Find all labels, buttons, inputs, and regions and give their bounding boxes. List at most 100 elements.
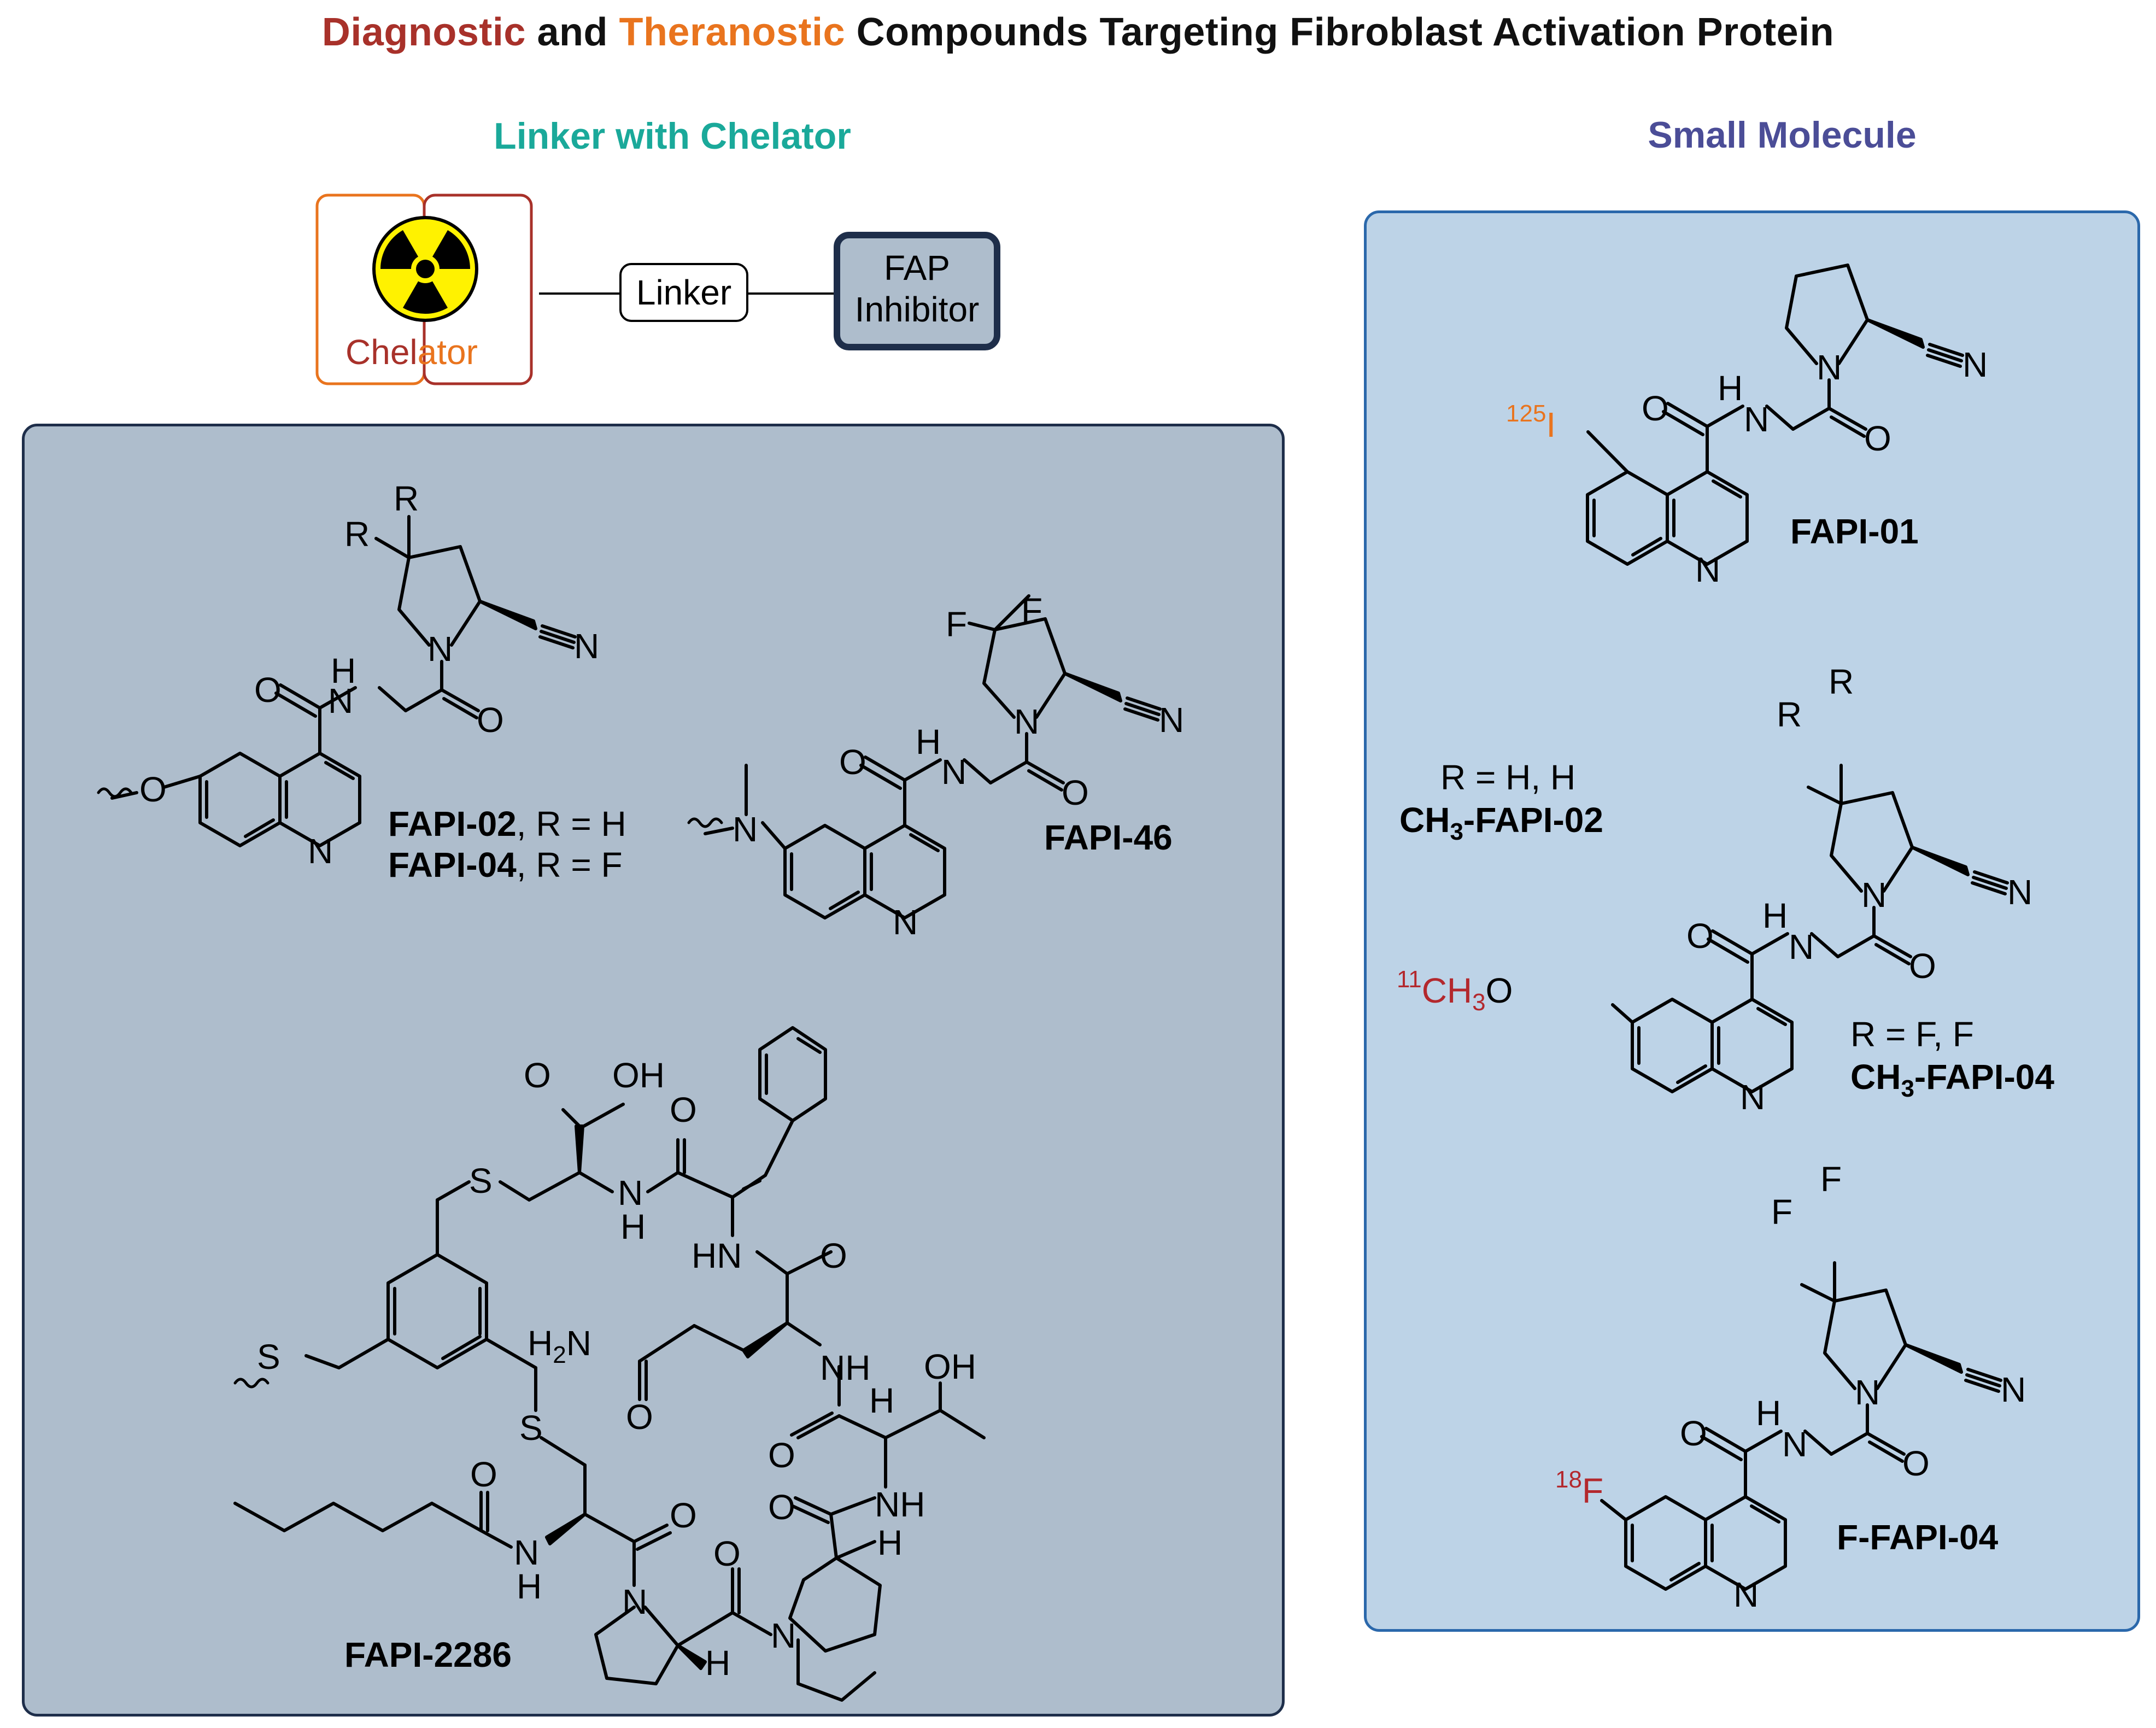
atom-n-pyrrolidine-18: N	[1855, 1373, 1880, 1412]
linker-label: Linker	[636, 273, 732, 312]
atom-n-nitrile-18: N	[2001, 1370, 2026, 1409]
atom-o-thr: O	[768, 1436, 795, 1475]
atom-o-ether: O	[139, 770, 167, 809]
atom-n-pro1: N	[622, 1582, 648, 1621]
atom-o-amide-ch3: O	[1686, 916, 1714, 956]
atom-o-pro2: O	[768, 1487, 795, 1527]
atom-f-left-18: F	[1771, 1192, 1793, 1232]
atom-ch3-sub: 3	[1472, 989, 1486, 1016]
atom-i: I	[1546, 405, 1556, 444]
atom-o-glycine: O	[477, 700, 504, 740]
atom-o-amide-46: O	[839, 742, 866, 782]
label-fapi-04-name: FAPI-04	[388, 845, 517, 884]
atom-n-quinoline-46: N	[893, 903, 918, 942]
atom-o-cys2: O	[670, 1496, 697, 1535]
atom-n-nitrile: N	[574, 626, 600, 666]
fapi-01-structure	[1586, 263, 1964, 566]
atom-n-amide-ch3: N	[1789, 927, 1814, 966]
radiation-icon	[372, 216, 478, 322]
atom-n-amide: N	[328, 681, 354, 721]
atom-f-left: F	[946, 605, 968, 644]
fap-inhibitor-box	[834, 232, 1000, 350]
atom-n-amide-01: N	[1744, 400, 1770, 439]
fap-label-line1: FAP	[884, 248, 950, 288]
atom-r-top: R	[394, 479, 419, 518]
atom-o-glycine-ch3: O	[1909, 946, 1936, 986]
atom-ch: CH	[1421, 971, 1473, 1010]
label-ch3-fapi-04-sub: 3	[1901, 1075, 1914, 1102]
atom-n-amide-46: N	[941, 752, 967, 792]
atom-o-glycine-46: O	[1062, 773, 1089, 812]
atom-h-pro1: H	[705, 1643, 731, 1683]
chelator-label-b: ator	[417, 332, 478, 372]
label-ch3-fapi-04-r: R = F, F	[1850, 1015, 1974, 1054]
label-ch3-fapi-04-ch: CH	[1850, 1057, 1901, 1097]
chelator-label: Chelator	[345, 335, 478, 370]
atom-o-gln-amide: O	[626, 1397, 653, 1437]
fap-label-line2: Inhibitor	[854, 290, 980, 329]
atom-11ch3o: 11CH3O	[1397, 968, 1513, 1015]
atom-n-pyrrolidine: N	[427, 629, 453, 669]
atom-o-pro1: O	[713, 1534, 741, 1573]
chelator-label-a: Chel	[345, 332, 418, 372]
panel-linker-chelator	[22, 424, 1285, 1717]
atom-n-methylamine-46: N	[733, 810, 758, 849]
atom-s-top: S	[469, 1161, 493, 1200]
atom-f-top-18: F	[1820, 1159, 1842, 1199]
title-diagnostic: Diagnostic	[321, 10, 526, 54]
atom-h2n-sub: 2	[553, 1342, 566, 1368]
atom-h2n-gln: H2N	[528, 1326, 591, 1367]
atom-h2n-n: N	[566, 1323, 591, 1363]
atom-nh-pro: NH	[875, 1485, 925, 1524]
fapi-02-04-structure	[97, 515, 577, 847]
atom-o-glycine-18: O	[1902, 1444, 1930, 1483]
atom-r-left: R	[344, 514, 370, 554]
label-fapi-04-r: , R = F	[516, 845, 623, 884]
atom-oh-thr: OH	[924, 1347, 976, 1386]
fapi-46-structure	[687, 594, 1162, 919]
atom-s-bottom: S	[519, 1408, 543, 1448]
atom-o-amide-01: O	[1642, 389, 1669, 428]
heading-small-molecule: Small Molecule	[1648, 114, 1917, 156]
label-ch3-fapi-02-sub: 3	[1450, 818, 1463, 845]
atom-o-hexanoyl: O	[470, 1455, 497, 1494]
atom-n-pyrrolidine-46: N	[1014, 702, 1040, 741]
label-fapi-04: FAPI-04, R = F	[388, 847, 623, 882]
atom-h-hexanoyl: H	[517, 1567, 542, 1606]
atom-h-amide-18: H	[1756, 1393, 1782, 1433]
atom-o-gln: O	[820, 1236, 847, 1275]
label-fapi-02-name: FAPI-02	[388, 804, 517, 844]
atom-o-amide-18: O	[1680, 1414, 1707, 1453]
atom-o-phe: O	[670, 1090, 697, 1129]
isotope-11: 11	[1397, 966, 1422, 993]
atom-s-linker: S	[257, 1337, 280, 1376]
atom-o-methoxy: O	[1485, 971, 1513, 1010]
isotope-125: 125	[1506, 400, 1546, 427]
title-rest: Compounds Targeting Fibroblast Activatio…	[845, 10, 1835, 54]
label-ch3-fapi-02-name: -FAPI-02	[1463, 800, 1603, 840]
label-fapi-46: FAPI-46	[1044, 818, 1173, 857]
atom-o-glycine-01: O	[1864, 419, 1891, 458]
atom-h-amide-46: H	[916, 722, 941, 762]
ch3-fapi-structure	[1611, 764, 2009, 1093]
atom-n-quinoline-01: N	[1695, 550, 1721, 589]
atom-h-amide-01: H	[1718, 368, 1743, 408]
atom-o-acid: O	[524, 1056, 551, 1095]
label-fapi-01: FAPI-01	[1790, 512, 1919, 551]
atom-n-cys: N	[618, 1173, 643, 1212]
isotope-18: 18	[1555, 1466, 1582, 1493]
atom-n-nitrile-46: N	[1159, 700, 1185, 740]
atom-hn-phe: HN	[692, 1236, 742, 1275]
title-and: and	[525, 10, 619, 54]
heading-linker-with-chelator: Linker with Chelator	[494, 115, 851, 157]
atom-h-pro2: H	[877, 1523, 903, 1562]
title-theranostic: Theranostic	[619, 10, 846, 54]
atom-iodine-125: 125I	[1506, 400, 1556, 444]
atom-n-pyrrolidine-01: N	[1817, 348, 1842, 387]
atom-n-nitrile-01: N	[1962, 345, 1988, 384]
atom-n-quinoline-18: N	[1733, 1575, 1759, 1614]
label-fapi-02-r: , R = H	[516, 804, 626, 844]
figure-title: Diagnostic and Theranostic Compounds Tar…	[0, 10, 2156, 55]
label-f-fapi-04: F-FAPI-04	[1837, 1518, 1999, 1557]
